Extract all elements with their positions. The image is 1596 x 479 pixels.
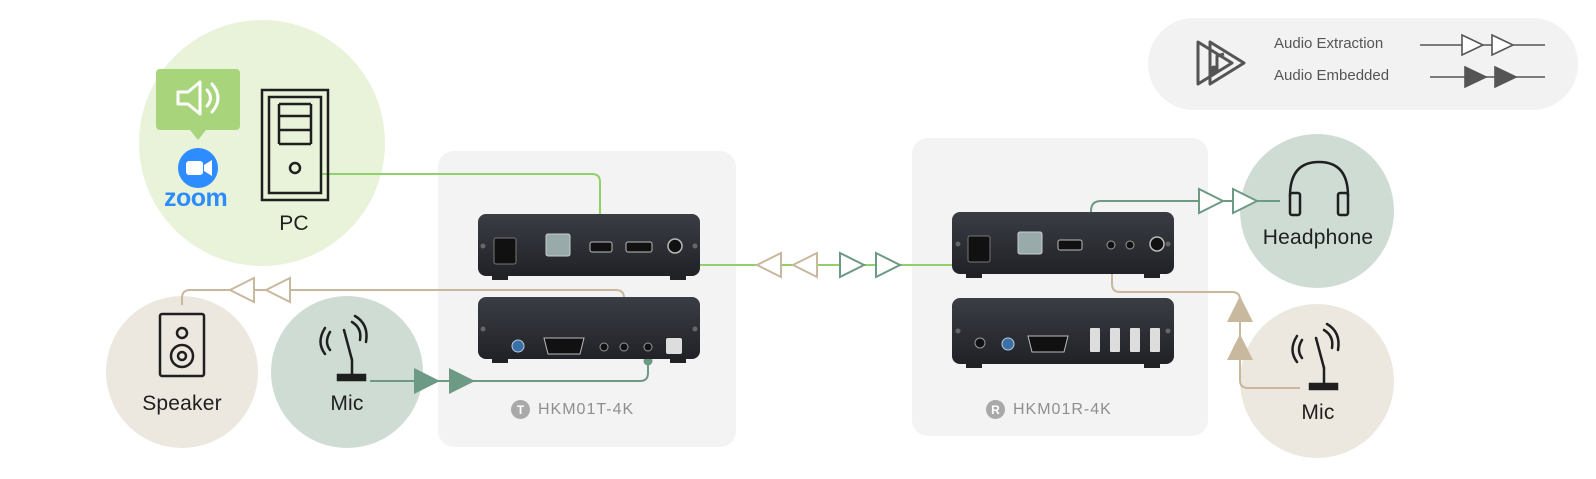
speaker-line xyxy=(181,289,625,325)
mic-right-line xyxy=(1111,266,1300,389)
speaker-bubble-icon xyxy=(156,69,240,140)
mic-left-arrows xyxy=(414,368,475,394)
transmitter-model: HKM01T-4K xyxy=(538,400,635,418)
receiver-rear-unit xyxy=(952,298,1174,368)
pc-to-hdmi-line xyxy=(322,173,601,246)
speaker-circle xyxy=(106,296,258,448)
microphone-right-icon xyxy=(1291,322,1340,391)
speaker-arrows xyxy=(227,276,291,304)
headphone-label: Headphone xyxy=(1262,226,1374,249)
zoom-logo-icon xyxy=(178,148,218,188)
audio-legend-icon xyxy=(1196,40,1246,86)
extraction-arrows-main xyxy=(754,251,818,279)
transmitter-rear-unit xyxy=(478,297,700,363)
mic-right-label: Mic xyxy=(1301,401,1335,424)
pc-tower-icon xyxy=(260,88,330,202)
legend-embedded-line xyxy=(1430,65,1545,89)
headphone-circle xyxy=(1240,134,1394,288)
receiver-panel xyxy=(912,138,1208,436)
mic-left-label: Mic xyxy=(330,392,364,415)
mic-left-circle xyxy=(271,296,423,448)
headphone-arrows xyxy=(1198,187,1260,215)
legend-embedded-label: Audio Embedded xyxy=(1274,67,1390,84)
pc-label: PC xyxy=(279,212,309,235)
headphone-icon xyxy=(1288,160,1350,217)
receiver-to-headphone-line xyxy=(1090,200,1280,246)
transmitter-front-unit xyxy=(478,214,700,280)
receiver-badge: R xyxy=(986,400,1005,419)
receiver-model: HKM01R-4K xyxy=(1013,400,1112,418)
mic-left-line xyxy=(370,360,649,382)
legend-extraction-label: Audio Extraction xyxy=(1274,35,1384,52)
receiver-label: R HKM01R-4K xyxy=(986,400,1112,419)
receiver-front-unit xyxy=(952,212,1174,278)
transmitter-badge: T xyxy=(511,400,530,419)
mic-right-arrows xyxy=(1227,296,1253,360)
transmitter-label: T HKM01T-4K xyxy=(511,400,634,419)
mic-right-circle xyxy=(1240,304,1394,458)
embedded-arrows-main xyxy=(839,251,903,279)
speaker-icon xyxy=(158,312,206,378)
legend-panel xyxy=(1148,18,1578,110)
zoom-wordmark: zoom xyxy=(164,184,228,212)
legend-extraction-line xyxy=(1420,33,1545,57)
microphone-left-icon xyxy=(319,314,368,382)
speaker-label: Speaker xyxy=(142,392,222,415)
